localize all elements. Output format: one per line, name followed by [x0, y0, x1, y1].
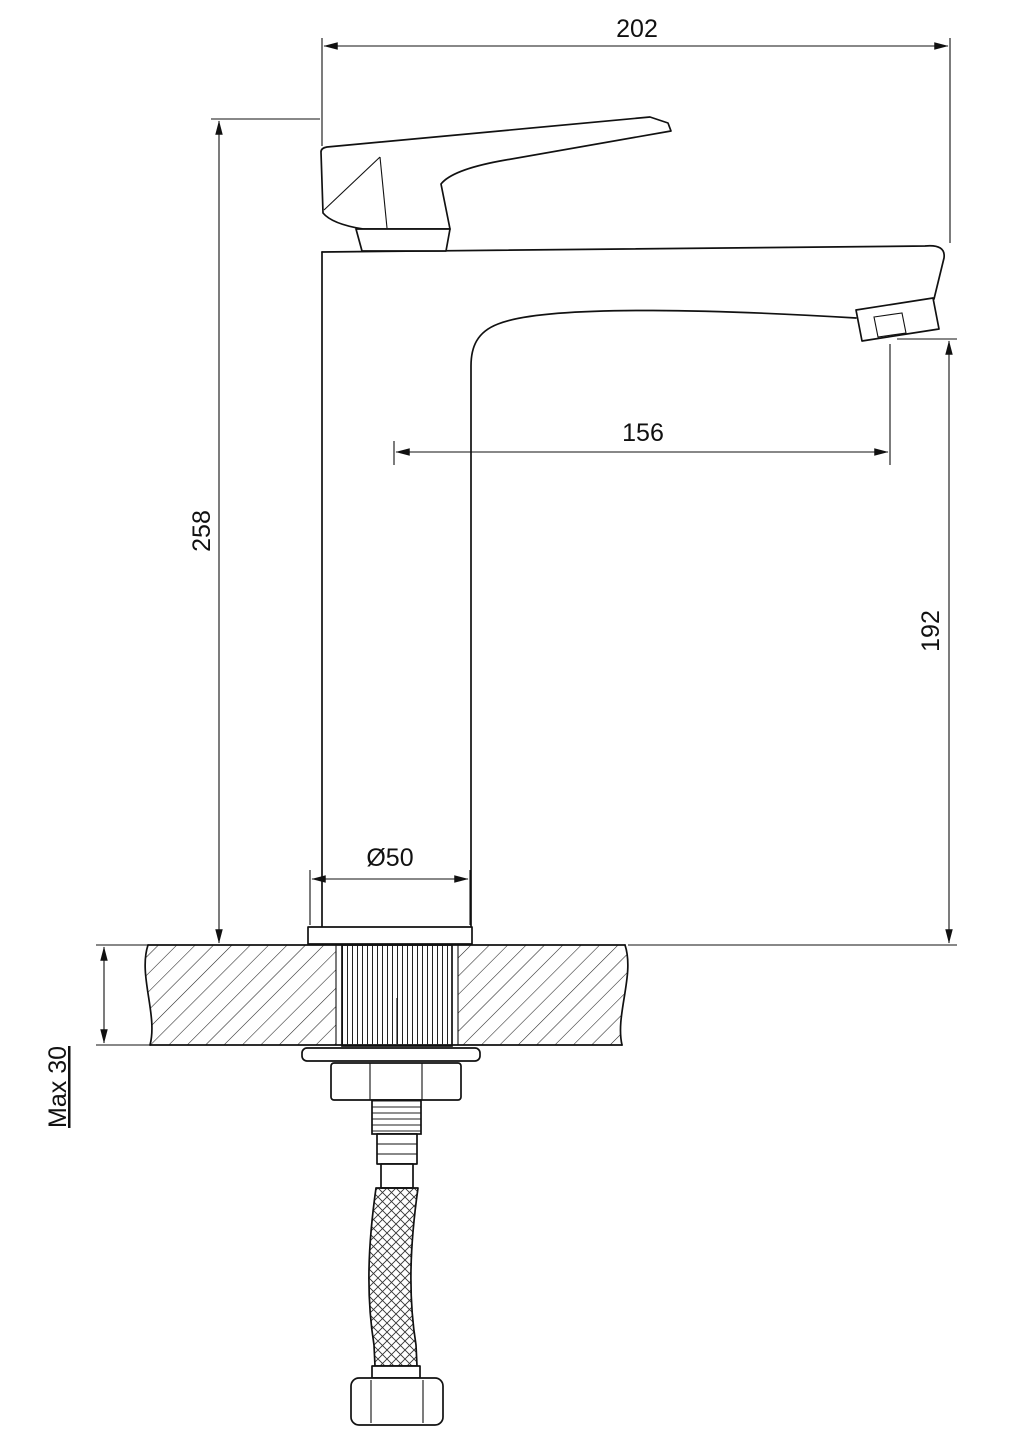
backing-washer: [301, 1047, 481, 1062]
countertop-section: [144, 944, 629, 1046]
dim-50-label: Ø50: [366, 844, 413, 872]
hose-crimp-collar: [380, 1163, 414, 1189]
countertop-broken-edge-left: [144, 944, 153, 1046]
spout-underside: [470, 309, 857, 929]
mounting-flange: [307, 926, 473, 945]
dim-156-label: 156: [622, 419, 664, 447]
supply-hose: [350, 1187, 444, 1426]
dim-spout-reach: 156: [393, 344, 891, 465]
spout-top-edge: [321, 244, 945, 300]
faucet-body-and-spout: [321, 244, 945, 929]
dim-overall-width: 202: [321, 15, 951, 243]
dim-202-label: 202: [616, 15, 658, 43]
hose-end-nut: [350, 1377, 444, 1426]
countertop-broken-edge-right: [619, 944, 629, 1046]
handle-outline: [320, 116, 672, 230]
threaded-shank: [341, 944, 453, 1047]
dim-spout-height: 192: [628, 338, 957, 946]
threaded-stub: [371, 1099, 422, 1135]
countertop-hatch-right: [458, 945, 628, 1045]
dim-max-counter-thickness: Max 30: [44, 946, 150, 1128]
handle-face-edge: [379, 156, 388, 229]
spout-aerator: [855, 297, 940, 342]
countertop-hatch-left: [145, 945, 336, 1045]
handle-face-diagonal: [323, 156, 381, 211]
dim-base-diameter: Ø50: [309, 844, 471, 925]
dim-max30-label: Max 30: [44, 1046, 72, 1128]
lock-nut: [330, 1062, 462, 1101]
handle-stem: [355, 228, 451, 252]
dim-overall-height: 258: [96, 118, 320, 946]
dim-192-label: 192: [917, 610, 945, 652]
base-flange: [307, 926, 473, 945]
dim-258-label: 258: [188, 510, 216, 552]
mounting-hardware: [301, 1047, 481, 1189]
hose-adapter: [376, 1133, 418, 1165]
hose-end-collar: [371, 1365, 421, 1379]
faucet-handle: [320, 116, 672, 252]
braided-hose: [368, 1187, 419, 1367]
aerator-inner: [873, 312, 907, 338]
